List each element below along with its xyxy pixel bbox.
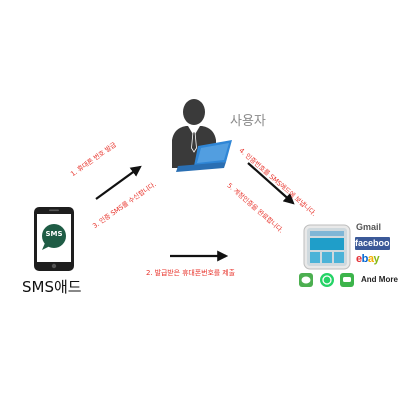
phone-label: SMS애드 — [22, 278, 82, 296]
messaging-app-icons — [299, 273, 354, 287]
whatsapp-icon — [320, 273, 334, 287]
and-more-label: And More — [361, 275, 398, 284]
chat-app-icon — [340, 273, 354, 287]
user-label: 사용자 — [230, 114, 266, 129]
arrow-phone-to-user — [95, 165, 142, 200]
sms-app-icon — [299, 273, 313, 287]
web-page-icon — [303, 224, 351, 270]
arrow-user-to-services — [247, 162, 295, 205]
user-with-laptop-icon — [172, 99, 232, 172]
phone-icon — [34, 207, 74, 271]
sms-bubble-label: SMS — [45, 230, 63, 238]
step-2-label: 2. 발급받은 휴대폰번호를 제출 — [146, 269, 235, 277]
ebay-logo: ebay — [356, 253, 380, 265]
facebook-logo: facebook — [355, 237, 395, 250]
gmail-logo: Gmail — [356, 222, 382, 232]
